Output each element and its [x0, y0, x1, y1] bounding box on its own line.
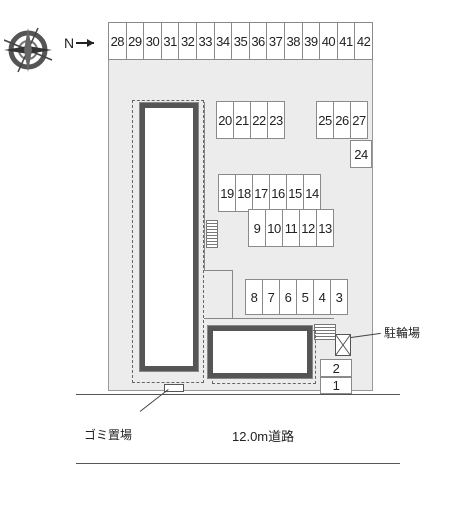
apartment-building [139, 102, 199, 372]
walkway-outline [204, 102, 205, 270]
parking-stall-22: 22 [250, 101, 268, 139]
stairs [206, 220, 218, 248]
parking-stall-12: 12 [299, 209, 317, 247]
parking-stall-5: 5 [296, 279, 314, 315]
parking-stall-26: 26 [333, 101, 351, 139]
bicycle-parking-icon [335, 334, 351, 356]
parking-stall-32: 32 [178, 22, 197, 60]
stairs [314, 324, 336, 340]
parking-stall-19: 19 [218, 174, 236, 212]
parking-stall-10: 10 [265, 209, 283, 247]
parking-stall-34: 34 [213, 22, 233, 60]
parking-stall-30: 30 [143, 22, 162, 60]
compass-icon: N [4, 27, 94, 73]
parking-stall-28: 28 [108, 22, 127, 60]
walkway-outline [204, 270, 232, 271]
parking-stall-23: 23 [267, 101, 285, 139]
parking-stall-2: 2 [320, 359, 352, 377]
parking-stall-39: 39 [301, 22, 321, 60]
apartment-building-annex [207, 325, 313, 379]
parking-stall-11: 11 [282, 209, 300, 247]
parking-stall-4: 4 [313, 279, 331, 315]
building-walkway [132, 100, 204, 383]
road-edge-bottom [76, 463, 400, 464]
parking-stall-24: 24 [350, 140, 372, 168]
parking-stall-3: 3 [330, 279, 348, 315]
parking-stall-8: 8 [245, 279, 263, 315]
parking-stall-29: 29 [125, 22, 145, 60]
parking-stall-38: 38 [283, 22, 303, 60]
parking-stall-25: 25 [316, 101, 334, 139]
parking-stall-18: 18 [235, 174, 253, 212]
parking-stall-40: 40 [319, 22, 338, 60]
parking-stall-7: 7 [262, 279, 280, 315]
parking-stall-17: 17 [252, 174, 270, 212]
parking-stall-15: 15 [286, 174, 304, 212]
parking-stall-16: 16 [269, 174, 287, 212]
parking-stall-6: 6 [279, 279, 297, 315]
parking-stall-31: 31 [160, 22, 180, 60]
parking-stall-36: 36 [248, 22, 268, 60]
walkway-outline [204, 318, 334, 319]
garbage-leader-line [139, 388, 169, 412]
parking-stall-9: 9 [248, 209, 266, 247]
parking-stall-1: 1 [320, 377, 352, 394]
road-edge-top [76, 394, 400, 395]
garbage-area-label: ゴミ置場 [84, 428, 133, 442]
parking-stall-27: 27 [350, 101, 368, 139]
parking-stall-42: 42 [354, 22, 373, 60]
parking-stall-33: 33 [195, 22, 215, 60]
parking-stall-41: 41 [336, 22, 356, 60]
parking-stall-13: 13 [316, 209, 334, 247]
walkway-outline [232, 270, 233, 318]
parking-stall-21: 21 [233, 101, 251, 139]
garbage-area-box [164, 384, 184, 392]
parking-stall-35: 35 [231, 22, 250, 60]
parking-stall-20: 20 [216, 101, 234, 139]
road-label: 12.0m道路 [232, 429, 295, 444]
parking-stall-14: 14 [303, 174, 321, 212]
bicycle-parking-label: 駐輪場 [384, 326, 421, 340]
parking-stall-37: 37 [266, 22, 285, 60]
compass-north-label: N [64, 35, 74, 51]
stall-24-container: 24 [350, 140, 372, 168]
